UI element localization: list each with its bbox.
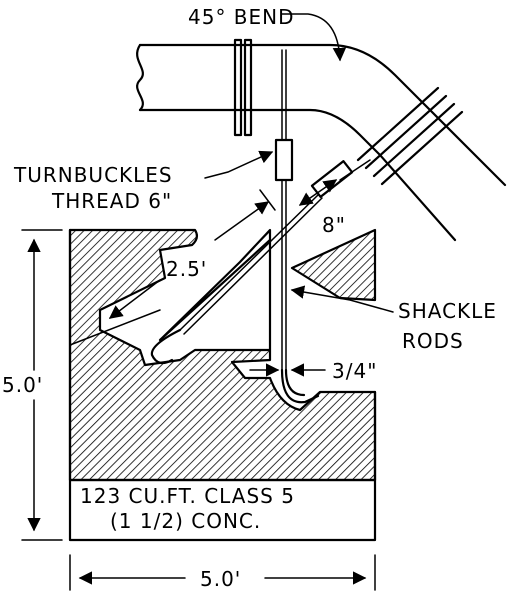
dim-8in-label: 8" <box>322 213 346 237</box>
thread-dimension <box>298 179 338 206</box>
dim-3-4in-label: 3/4" <box>332 359 377 383</box>
rod-length-dimension <box>108 189 276 319</box>
concrete-label: (1 1/2) CONC. <box>110 509 261 533</box>
dim-2-5ft-label: 2.5' <box>166 257 207 281</box>
height-label: 5.0' <box>2 373 43 397</box>
bend-label: 45° BEND <box>188 5 295 29</box>
block-outline <box>68 228 377 542</box>
width-dimension <box>69 554 376 591</box>
turnbuckles-label: TURNBUCKLES <box>13 163 173 187</box>
height-dimension <box>21 229 63 541</box>
concrete-block <box>68 228 377 482</box>
turnbuckle-vertical <box>274 138 294 182</box>
rods-label: RODS <box>402 329 464 353</box>
thread-label: THREAD 6" <box>51 189 172 213</box>
shackle-label: SHACKLE <box>398 299 497 323</box>
volume-label: 123 CU.FT. CLASS 5 <box>80 484 295 508</box>
turnbuckle-diagonal <box>310 160 354 198</box>
pipe <box>136 38 507 242</box>
leaders <box>204 13 394 313</box>
width-label: 5.0' <box>200 567 241 591</box>
